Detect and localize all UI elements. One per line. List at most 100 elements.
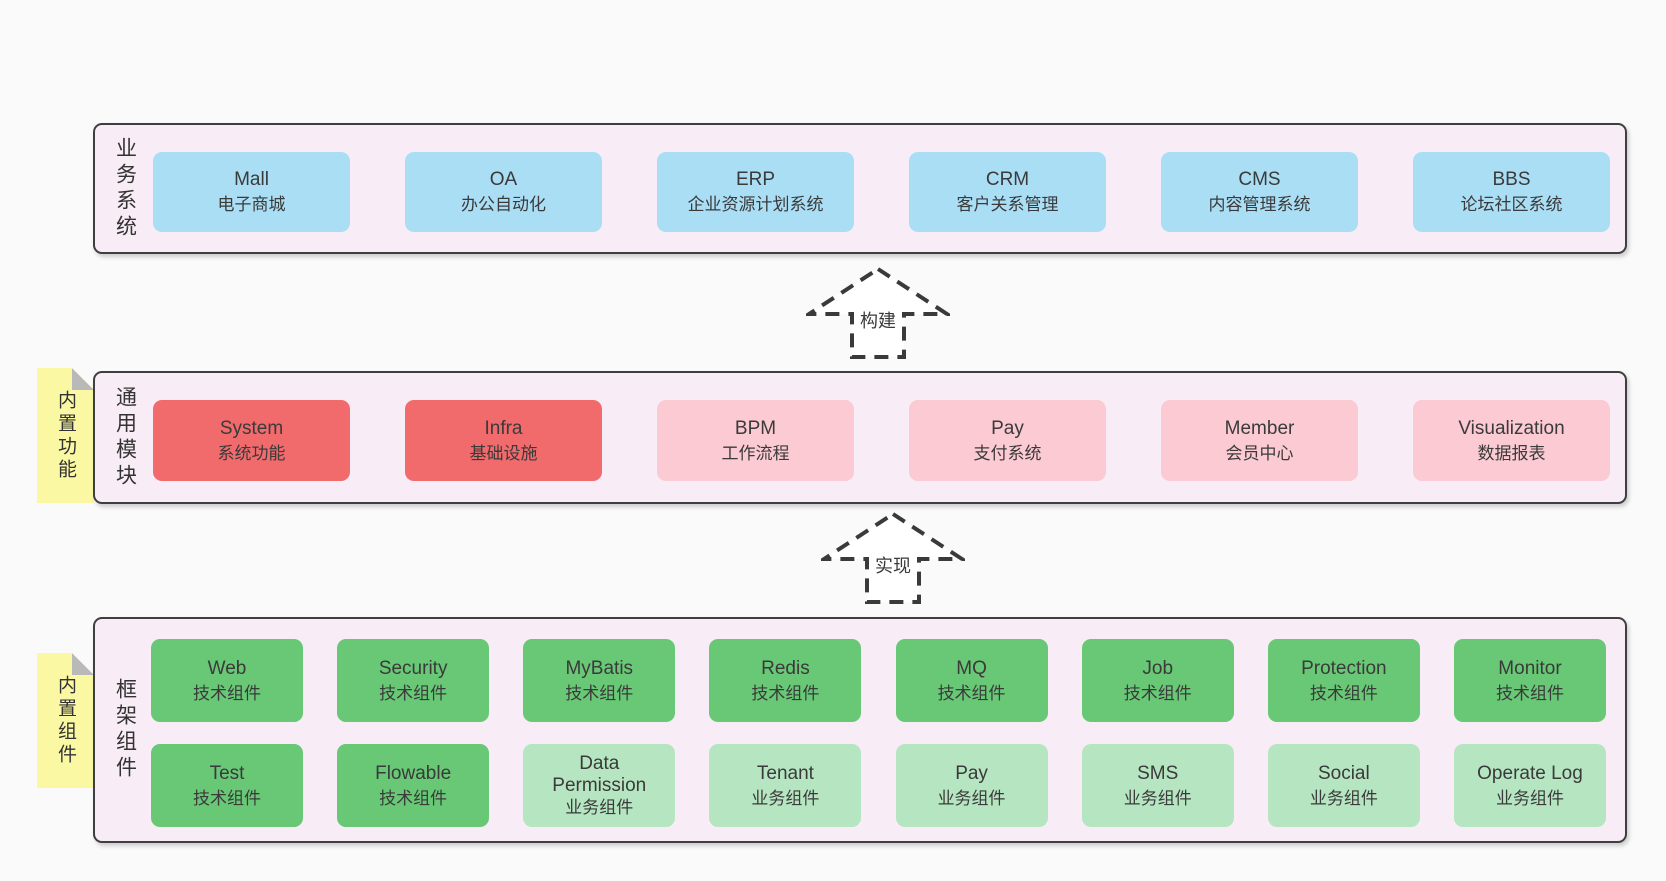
node-subtitle: 技术组件 bbox=[193, 683, 261, 703]
node-subtitle: 内容管理系统 bbox=[1208, 195, 1311, 214]
band-label-text: 业务系统 bbox=[113, 136, 137, 241]
node-subtitle: 客户关系管理 bbox=[956, 195, 1059, 214]
band-label-business-systems: 业务系统 bbox=[103, 125, 147, 252]
node-erp: ERP 企业资源计划系统 bbox=[657, 152, 854, 232]
sticky-built-in-components: 内置组件 bbox=[37, 653, 94, 788]
node-subtitle: 基础设施 bbox=[469, 443, 538, 463]
node-subtitle: 技术组件 bbox=[937, 683, 1006, 703]
node-title: System bbox=[219, 417, 284, 439]
node-subtitle: 数据报表 bbox=[1477, 443, 1546, 463]
node-title: Pay bbox=[991, 417, 1024, 439]
band-framework-components: 框架组件 Web 技术组件 Security 技术组件 MyBatis 技术组件… bbox=[93, 617, 1627, 843]
node-mybatis: MyBatis 技术组件 bbox=[523, 639, 676, 722]
node-bpm: BPM 工作流程 bbox=[657, 400, 854, 481]
implement-arrow: 实现 bbox=[821, 511, 965, 605]
sticky-text: 内置功能 bbox=[55, 389, 76, 482]
node-subtitle: 业务组件 bbox=[751, 788, 820, 808]
node-subtitle: 系统功能 bbox=[217, 443, 286, 463]
node-subtitle: 技术组件 bbox=[379, 788, 448, 808]
band-label-common-modules: 通用模块 bbox=[103, 373, 147, 502]
build-arrow: 构建 bbox=[806, 266, 950, 360]
node-member: Member 会员中心 bbox=[1161, 400, 1358, 481]
node-title: SMS bbox=[1137, 762, 1179, 784]
node-subtitle: 支付系统 bbox=[973, 443, 1042, 463]
node-cms: CMS 内容管理系统 bbox=[1161, 152, 1358, 232]
node-mall: Mall 电子商城 bbox=[153, 152, 350, 232]
node-subtitle: 会员中心 bbox=[1225, 443, 1294, 463]
node-oa: OA 办公自动化 bbox=[405, 152, 602, 232]
node-monitor: Monitor 技术组件 bbox=[1453, 639, 1606, 722]
node-subtitle: 业务组件 bbox=[1309, 788, 1378, 808]
node-title: Flowable bbox=[375, 762, 452, 784]
node-subtitle: 技术组件 bbox=[193, 788, 261, 808]
node-title: Test bbox=[209, 762, 245, 784]
node-social: Social 业务组件 bbox=[1267, 744, 1420, 827]
node-pay-component: Pay 业务组件 bbox=[895, 744, 1048, 827]
node-title: Member bbox=[1224, 417, 1295, 439]
node-system: System 系统功能 bbox=[153, 400, 350, 481]
sticky-fold-corner-icon bbox=[72, 368, 94, 390]
node-infra: Infra 基础设施 bbox=[405, 400, 602, 481]
node-title: Job bbox=[1142, 657, 1174, 679]
node-title: Web bbox=[207, 657, 247, 679]
node-protection: Protection 技术组件 bbox=[1267, 639, 1420, 722]
node-subtitle: 技术组件 bbox=[751, 683, 820, 703]
band-label-text: 框架组件 bbox=[113, 678, 137, 782]
node-job: Job 技术组件 bbox=[1081, 639, 1234, 722]
node-title: BBS bbox=[1492, 169, 1531, 190]
node-subtitle: 业务组件 bbox=[1495, 788, 1564, 808]
node-mq: MQ 技术组件 bbox=[895, 639, 1048, 722]
node-subtitle: 技术组件 bbox=[1495, 683, 1564, 703]
node-title: Monitor bbox=[1498, 657, 1562, 679]
node-tenant: Tenant 业务组件 bbox=[709, 744, 862, 827]
node-operate-log: Operate Log 业务组件 bbox=[1453, 744, 1606, 827]
build-arrow-label: 构建 bbox=[855, 306, 901, 334]
business-systems-row: Mall 电子商城 OA 办公自动化 ERP 企业资源计划系统 CRM 客户关系… bbox=[153, 152, 1610, 232]
band-business-systems: 业务系统 Mall 电子商城 OA 办公自动化 ERP 企业资源计划系统 CRM… bbox=[93, 123, 1627, 254]
node-title: Tenant bbox=[756, 762, 814, 784]
sticky-text: 内置组件 bbox=[55, 674, 76, 767]
node-subtitle: 电子商城 bbox=[217, 195, 286, 214]
node-title: Infra bbox=[484, 417, 523, 439]
node-subtitle: 业务组件 bbox=[565, 797, 634, 817]
node-title: Data Permission bbox=[552, 752, 647, 796]
node-subtitle: 工作流程 bbox=[721, 443, 790, 463]
node-title: BPM bbox=[734, 417, 777, 439]
node-title: Operate Log bbox=[1477, 762, 1583, 784]
node-flowable: Flowable 技术组件 bbox=[337, 744, 490, 827]
node-title: Security bbox=[378, 657, 448, 679]
node-title: Social bbox=[1317, 762, 1370, 784]
node-visualization: Visualization 数据报表 bbox=[1413, 400, 1610, 481]
band-label-text: 通用模块 bbox=[113, 385, 137, 490]
common-modules-row: System 系统功能 Infra 基础设施 BPM 工作流程 Pay 支付系统… bbox=[153, 400, 1610, 481]
node-title: MQ bbox=[956, 657, 987, 679]
node-title: Visualization bbox=[1458, 417, 1565, 439]
node-web: Web 技术组件 bbox=[151, 639, 303, 722]
node-title: OA bbox=[489, 169, 518, 190]
node-subtitle: 业务组件 bbox=[937, 788, 1006, 808]
node-title: Redis bbox=[761, 657, 810, 679]
sticky-built-in-features: 内置功能 bbox=[37, 368, 94, 503]
node-crm: CRM 客户关系管理 bbox=[909, 152, 1106, 232]
node-title: CMS bbox=[1238, 169, 1281, 190]
framework-row-1: Web 技术组件 Security 技术组件 MyBatis 技术组件 Redi… bbox=[151, 639, 1606, 722]
band-common-modules: 通用模块 System 系统功能 Infra 基础设施 BPM 工作流程 Pay… bbox=[93, 371, 1627, 504]
node-redis: Redis 技术组件 bbox=[709, 639, 862, 722]
node-subtitle: 技术组件 bbox=[1123, 683, 1192, 703]
node-test: Test 技术组件 bbox=[151, 744, 303, 827]
node-title: Mall bbox=[234, 169, 269, 190]
node-subtitle: 办公自动化 bbox=[461, 195, 546, 214]
node-title: MyBatis bbox=[565, 657, 634, 679]
framework-row-2: Test 技术组件 Flowable 技术组件 Data Permission … bbox=[151, 744, 1606, 827]
sticky-fold-corner-icon bbox=[72, 653, 94, 675]
node-title: Protection bbox=[1301, 657, 1387, 679]
band-label-framework-components: 框架组件 bbox=[103, 619, 147, 841]
node-security: Security 技术组件 bbox=[337, 639, 490, 722]
node-subtitle: 技术组件 bbox=[565, 683, 634, 703]
node-subtitle: 业务组件 bbox=[1123, 788, 1192, 808]
node-bbs: BBS 论坛社区系统 bbox=[1413, 152, 1610, 232]
node-subtitle: 企业资源计划系统 bbox=[687, 195, 824, 214]
node-subtitle: 技术组件 bbox=[379, 683, 448, 703]
node-title: ERP bbox=[735, 169, 776, 190]
